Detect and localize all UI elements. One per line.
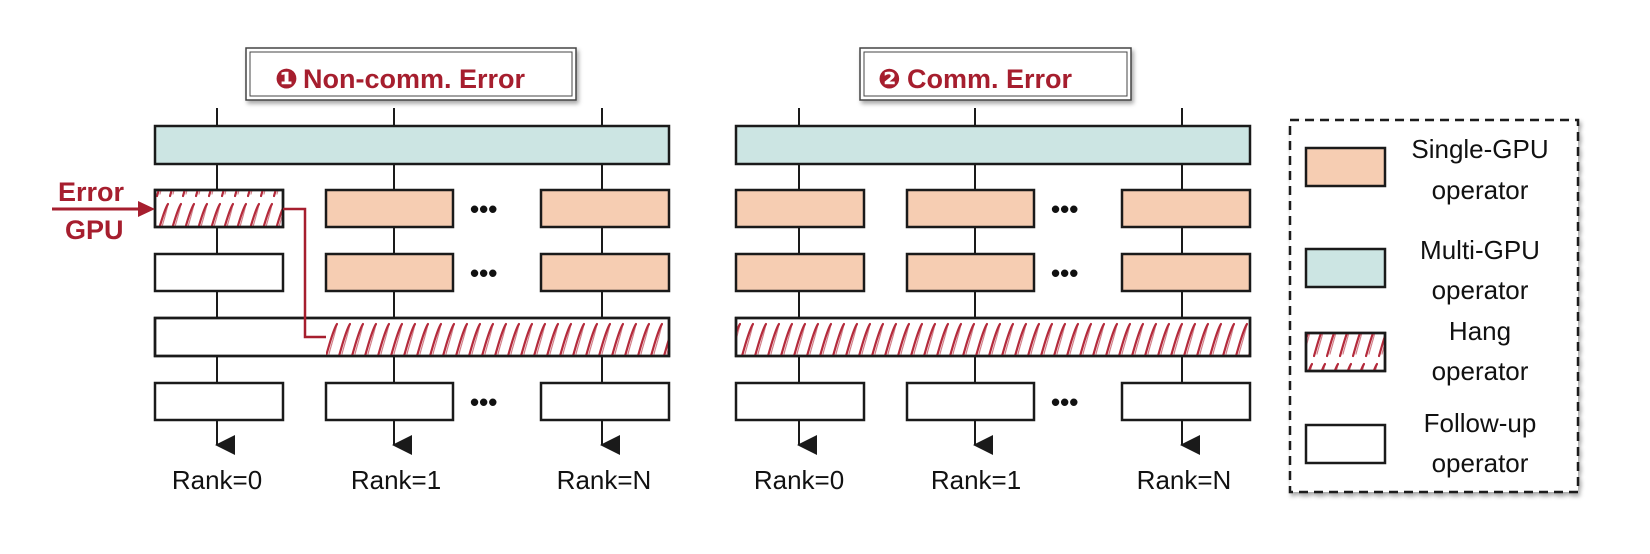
legend-label-line1: Follow-up [1424,408,1537,438]
legend-label-line2: operator [1432,175,1529,205]
panel-title-box [245,47,577,101]
single-gpu-operator [539,252,671,293]
follow-up-operator [1120,381,1252,422]
ellipsis: ••• [1051,258,1078,288]
single-gpu-operator [905,188,1036,229]
legend-label-line2: operator [1432,448,1529,478]
follow-up-operator [153,252,285,293]
ellipsis: ••• [470,194,497,224]
legend-label-line2: operator [1432,356,1529,386]
rank-label: Rank=0 [754,465,844,495]
single-gpu-operator [734,188,866,229]
single-gpu-operator [324,188,455,229]
single-gpu-operator [1120,188,1252,229]
follow-up-operator [734,381,866,422]
legend-label-line1: Multi-GPU [1420,235,1540,265]
hang-region [326,319,668,355]
single-gpu-operator [1120,252,1252,293]
error-propagation-line [283,207,326,339]
error-arrow-head [138,201,155,217]
legend-swatch-follow-up [1304,423,1387,465]
follow-up-operator [905,381,1036,422]
ellipsis: ••• [1051,194,1078,224]
multi-gpu-operator [153,124,671,166]
rank-label: Rank=N [1137,465,1232,495]
ellipsis: ••• [470,387,497,417]
panel-title-marker: ❶ [275,64,298,94]
rank-label: Rank=1 [351,465,441,495]
error-gpu-label-line1: Error [58,177,125,207]
single-gpu-operator [539,188,671,229]
ellipsis: ••• [470,258,497,288]
legend-swatch-multi-gpu [1304,247,1387,289]
panel-title: Non-comm. Error [303,64,526,94]
single-gpu-operator [905,252,1036,293]
panel-title: Comm. Error [907,64,1073,94]
rank-label: Rank=N [557,465,652,495]
panel-non-comm-error: ❶ Non-comm. Error ••• ••• ••• [52,47,671,495]
rank-label: Rank=1 [931,465,1021,495]
legend-label-line1: Hang [1449,316,1511,346]
follow-up-operator [153,381,285,422]
legend: Single-GPU operator Multi-GPU operator H… [1288,118,1580,494]
follow-up-operator [324,381,455,422]
panel-title-marker: ❷ [878,64,901,94]
panel-comm-error: ❷ Comm. Error ••• ••• ••• Rank=0 Rank=1 … [734,47,1252,495]
single-gpu-operator [324,252,455,293]
legend-label-line2: operator [1432,275,1529,305]
single-gpu-operator [734,252,866,293]
legend-label-line1: Single-GPU [1411,134,1548,164]
rank-label: Rank=0 [172,465,262,495]
follow-up-operator [539,381,671,422]
legend-swatch-single-gpu [1304,146,1387,188]
error-gpu-label-line2: GPU [65,215,124,245]
ellipsis: ••• [1051,387,1078,417]
multi-gpu-operator [734,124,1252,166]
panel-title-box [859,47,1132,101]
